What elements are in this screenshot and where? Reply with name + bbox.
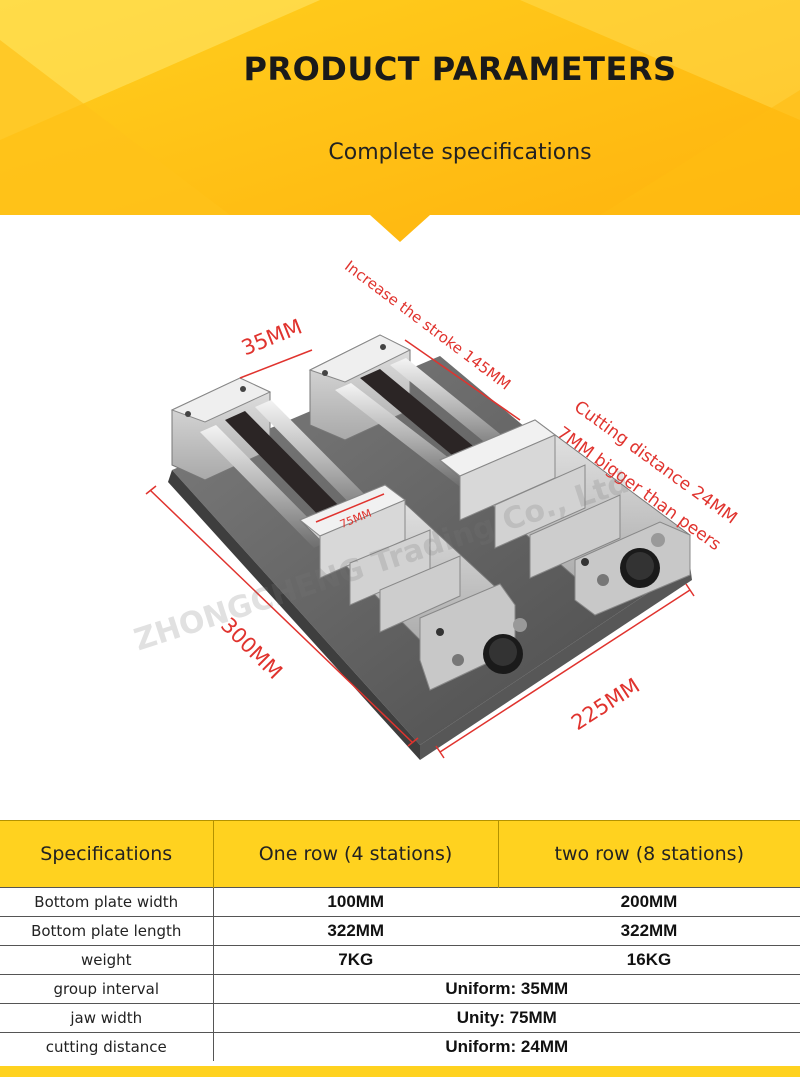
row-label: Bottom plate length bbox=[0, 916, 214, 946]
row-label: weight bbox=[0, 945, 214, 975]
row-label: jaw width bbox=[0, 1003, 214, 1033]
table-row: weight 7KG 16KG bbox=[0, 945, 800, 975]
header-banner: PRODUCT PARAMETERS Complete specificatio… bbox=[0, 0, 800, 242]
cell-two-row: 322MM bbox=[498, 916, 800, 946]
row-label: cutting distance bbox=[0, 1032, 214, 1061]
spec-table: Specifications One row (4 stations) two … bbox=[0, 820, 800, 1061]
table-header-row: Specifications One row (4 stations) two … bbox=[0, 820, 800, 888]
cell-two-row: 16KG bbox=[498, 945, 800, 975]
column-header: two row (8 stations) bbox=[498, 820, 800, 888]
spec-table-wrapper: Specifications One row (4 stations) two … bbox=[0, 820, 800, 1061]
banner-background bbox=[0, 0, 800, 242]
cell-merged: Unity: 75MM bbox=[213, 1003, 800, 1033]
table-row: group interval Uniform: 35MM bbox=[0, 974, 800, 1004]
cell-one-row: 100MM bbox=[213, 887, 498, 917]
cell-two-row: 200MM bbox=[498, 887, 800, 917]
row-label: group interval bbox=[0, 974, 214, 1004]
footer-bar bbox=[0, 1066, 800, 1077]
cell-one-row: 322MM bbox=[213, 916, 498, 946]
page-title: PRODUCT PARAMETERS bbox=[243, 50, 677, 88]
cell-merged: Uniform: 35MM bbox=[213, 974, 800, 1004]
column-header: Specifications bbox=[0, 820, 214, 888]
row-label: Bottom plate width bbox=[0, 887, 214, 917]
column-header: One row (4 stations) bbox=[213, 820, 499, 888]
table-row: Bottom plate width 100MM 200MM bbox=[0, 887, 800, 917]
page-subtitle: Complete specifications bbox=[328, 140, 592, 165]
product-illustration: Increase the stroke 145MM Cutting distan… bbox=[0, 245, 800, 805]
vise-drawing bbox=[145, 334, 695, 760]
table-row: Bottom plate length 322MM 322MM bbox=[0, 916, 800, 946]
cell-one-row: 7KG bbox=[213, 945, 498, 975]
dimension-lines bbox=[145, 339, 695, 759]
table-row: cutting distance Uniform: 24MM bbox=[0, 1032, 800, 1061]
table-row: jaw width Unity: 75MM bbox=[0, 1003, 800, 1033]
cell-merged: Uniform: 24MM bbox=[213, 1032, 800, 1061]
